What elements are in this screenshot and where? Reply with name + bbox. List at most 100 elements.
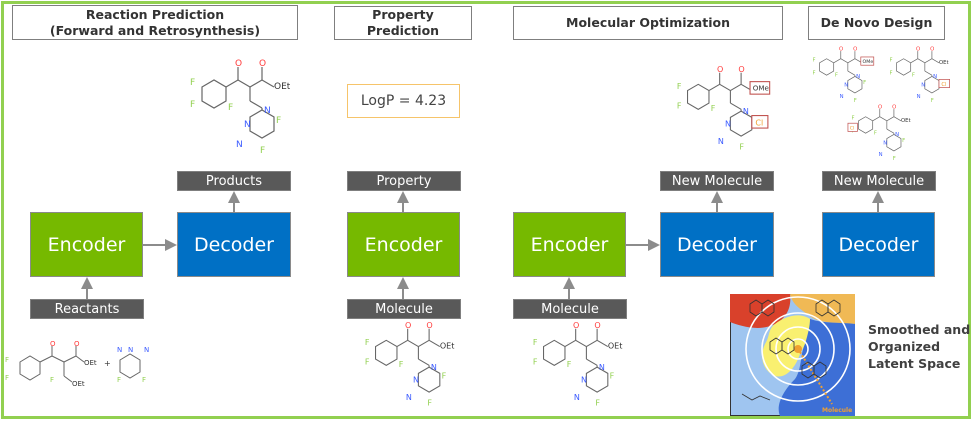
atom-f: F <box>889 71 892 77</box>
latent-molecule-tag: Molecule <box>822 407 852 414</box>
atom-n: N <box>856 74 860 80</box>
atom-n: N <box>581 375 587 384</box>
atom-n: N <box>431 363 437 372</box>
latent-space-map: Molecule <box>730 294 855 416</box>
atom-o: O <box>405 321 411 330</box>
atom-f: F <box>677 82 682 91</box>
atom-n: N <box>883 140 887 146</box>
title-text: Molecular Optimization <box>566 15 730 30</box>
atom-oet: OEt <box>274 82 290 92</box>
label-molecule-optimization: Molecule <box>513 299 627 319</box>
atom-f: F <box>854 98 857 104</box>
benzene-ring <box>375 339 398 366</box>
label-products: Products <box>177 171 291 191</box>
atom-f: F <box>889 58 892 64</box>
atom-n: N <box>921 82 925 88</box>
section-title-molecular-optimization: Molecular Optimization <box>513 6 783 40</box>
atom-f: F <box>190 100 195 110</box>
pyridine-ring <box>585 366 609 393</box>
atom-f: F <box>117 376 121 384</box>
highlight-box <box>749 81 771 95</box>
section-title-property-prediction: Property Prediction <box>334 6 472 40</box>
benzene-ring <box>819 58 835 76</box>
atom-oet: OEt <box>440 341 455 350</box>
atom-n: N <box>895 132 899 138</box>
atom-n: N <box>244 120 251 130</box>
highlight-box <box>860 56 875 66</box>
atom-n: N <box>144 346 149 354</box>
latent-region-yellow <box>762 315 812 377</box>
atom-o: O <box>878 104 882 110</box>
label-reactants: Reactants <box>30 299 144 319</box>
atom-o: O <box>853 46 857 52</box>
label-property: Property <box>347 171 461 191</box>
atom-ome: OMe <box>753 84 769 93</box>
atom-f: F <box>812 71 815 77</box>
atom-n: N <box>574 393 580 402</box>
highlight-box <box>938 79 950 88</box>
atom-f: F <box>739 143 744 152</box>
atom-f: F <box>427 399 432 408</box>
atom-f: F <box>851 116 854 122</box>
benzene-ring <box>543 339 566 366</box>
plus-sign: + <box>104 359 111 368</box>
title-line-1: Reaction Prediction <box>85 6 225 22</box>
atom-n: N <box>844 82 848 88</box>
benzene-ring <box>858 116 874 134</box>
atom-f: F <box>874 130 877 136</box>
atom-o: O <box>594 321 600 330</box>
decoder-block-optimization: Decoder <box>660 212 774 277</box>
atom-cl: Cl <box>941 82 946 88</box>
atom-o: O <box>235 59 242 69</box>
atom-f: F <box>533 357 538 366</box>
atom-f: F <box>276 116 281 126</box>
atom-n: N <box>264 106 271 116</box>
decoder-block-denovo: Decoder <box>822 212 935 277</box>
atom-f: F <box>677 101 682 110</box>
atom-f: F <box>5 356 9 364</box>
reactants-structures: O O OEt OEt F F F + N N N F F <box>5 340 149 388</box>
atom-f: F <box>50 376 54 384</box>
atom-f: F <box>567 360 572 369</box>
atom-n: N <box>917 94 921 100</box>
atom-n: N <box>413 375 419 384</box>
highlight-box <box>847 122 858 132</box>
section-title-de-novo-design: De Novo Design <box>808 6 945 40</box>
title-text: De Novo Design <box>820 15 933 30</box>
decoder-block-reaction: Decoder <box>177 212 291 277</box>
title-text: Property Prediction <box>366 7 440 38</box>
highlight-box <box>751 115 769 129</box>
atom-f: F <box>610 372 615 381</box>
latent-region-blue <box>778 319 855 416</box>
atom-f: F <box>812 58 815 64</box>
atom-o: O <box>839 46 843 52</box>
atom-f: F <box>595 399 600 408</box>
atom-o: O <box>74 340 80 348</box>
diagram-frame <box>1 1 971 419</box>
atom-oet: OEt <box>901 118 911 124</box>
atom-n: N <box>840 94 844 100</box>
atom-ome: OMe <box>863 59 874 65</box>
encoder-label: Encoder <box>364 233 443 256</box>
atom-f: F <box>711 104 716 113</box>
title-line-2: (Forward and Retrosynthesis) <box>49 22 261 38</box>
benzene-ring <box>201 79 227 109</box>
atom-f: F <box>912 72 915 78</box>
atom-f: F <box>931 98 934 104</box>
atom-o: O <box>738 65 744 74</box>
atom-n: N <box>406 393 412 402</box>
benzene-ring <box>687 83 710 110</box>
atom-oet: OEt <box>939 60 949 66</box>
atom-f: F <box>365 357 370 366</box>
atom-f: F <box>5 374 9 382</box>
pyridine-ring <box>886 134 902 152</box>
atom-f: F <box>365 338 370 347</box>
property-value: LogP = 4.23 <box>360 93 447 109</box>
caption-line-2: Organized <box>868 339 941 354</box>
label-new-molecule-optimization: New Molecule <box>660 171 774 191</box>
atom-f: F <box>835 72 838 78</box>
